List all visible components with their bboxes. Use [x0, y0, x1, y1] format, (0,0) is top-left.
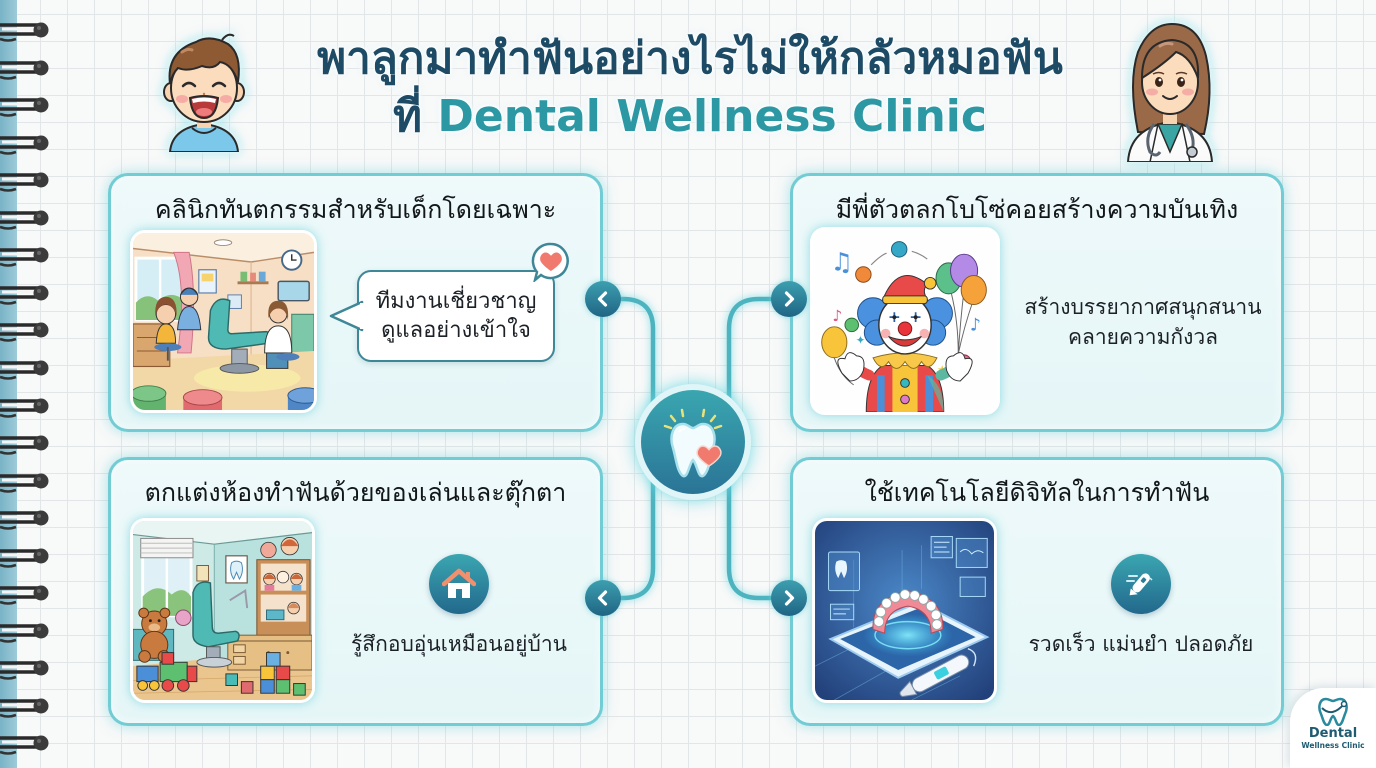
card-title: ใช้เทคโนโลยีดิจิทัลในการทำฟัน: [864, 478, 1210, 507]
home-comfort-feature: รู้สึกอบอุ่นเหมือนอยู่บ้าน: [323, 554, 595, 658]
chevron-right-icon: [784, 590, 795, 606]
svg-text:♪: ♪: [970, 316, 981, 336]
house-icon: [429, 554, 489, 614]
kids-dental-clinic-illustration: [130, 230, 317, 413]
svg-text:♪: ♪: [832, 307, 842, 325]
chevron-right-button-digital[interactable]: [771, 580, 807, 616]
card-title: ตกแต่งห้องทำฟันด้วยของเล่นและตุ๊กตา: [144, 478, 567, 507]
chevron-left-icon: [597, 291, 608, 307]
clinic-brand-name: Dental Wellness Clinic: [437, 91, 987, 142]
happy-boy-avatar: [163, 33, 245, 152]
tooth-logo-icon: [1318, 697, 1348, 726]
chevron-left-button-toy-room[interactable]: [585, 580, 621, 616]
female-dentist-avatar: [1126, 22, 1214, 162]
intraoral-scanner-icon: [1111, 554, 1171, 614]
card-title: มีพี่ตัวตลกโบโซ่คอยสร้างความบันเทิง: [835, 195, 1239, 224]
feature-card-toy-room: ตกแต่งห้องทำฟันด้วยของเล่นและตุ๊กตา: [108, 457, 603, 726]
callout-line-2: ดูแลอย่างเข้าใจ: [381, 318, 531, 343]
toy-decorated-room-illustration: [130, 518, 315, 703]
precision-feature: รวดเร็ว แม่นยำ ปลอดภัย: [1005, 554, 1277, 658]
chevron-right-icon: [784, 291, 795, 307]
description-line-2: คลายความกังวล: [1067, 325, 1219, 349]
precision-text: รวดเร็ว แม่นยำ ปลอดภัย: [1028, 632, 1254, 656]
expert-team-callout: ทีมงานเชี่ยวชาญ ดูแลอย่างเข้าใจ: [329, 242, 569, 362]
callout-line-1: ทีมงานเชี่ยวชาญ: [375, 289, 537, 314]
svg-text:♫: ♫: [830, 248, 853, 277]
feature-card-kids-clinic: คลินิกทันตกรรมสำหรับเด็กโดยเฉพาะ: [108, 173, 603, 432]
digital-dental-scanner-illustration: [812, 518, 997, 703]
speech-bubble-tail: [329, 300, 364, 332]
logo-tagline: Wellness Clinic: [1301, 741, 1365, 750]
chevron-left-button-kids-clinic[interactable]: [585, 281, 621, 317]
chevron-left-icon: [597, 590, 608, 606]
card-title: คลินิกทันตกรรมสำหรับเด็กโดยเฉพาะ: [154, 195, 557, 224]
notebook-binding-strip: [0, 0, 17, 768]
chevron-right-button-clown[interactable]: [771, 281, 807, 317]
spiral-binding-rings: [0, 20, 51, 756]
juggling-clown-illustration: ♫ ♪ ♪ ✦ ★: [810, 227, 1000, 415]
logo-name: Dental: [1308, 726, 1358, 741]
svg-text:✦: ✦: [856, 333, 866, 347]
tooth-heart-icon: [641, 390, 745, 494]
center-hub: [635, 384, 751, 500]
title-prefix: ที่: [393, 91, 423, 142]
description-line-1: สร้างบรรยากาศสนุกสนาน: [1024, 295, 1262, 319]
page-title: พาลูกมาทำฟันอย่างไรไม่ให้กลัวหมอฟัน ที่ …: [240, 30, 1140, 146]
title-line-1: พาลูกมาทำฟันอย่างไรไม่ให้กลัวหมอฟัน: [317, 33, 1063, 84]
title-line-2: ที่ Dental Wellness Clinic: [240, 88, 1140, 146]
feature-card-digital-technology: ใช้เทคโนโลยีดิจิทัลในการทำฟัน: [790, 457, 1284, 726]
heart-icon: [531, 242, 569, 282]
home-comfort-text: รู้สึกอบอุ่นเหมือนอยู่บ้าน: [351, 632, 567, 656]
entertainment-description: สร้างบรรยากาศสนุกสนาน คลายความกังวล: [1008, 292, 1278, 352]
clinic-logo: Dental Wellness Clinic: [1290, 688, 1376, 768]
feature-card-clown-entertainment: มีพี่ตัวตลกโบโซ่คอยสร้างความบันเทิง ♫ ♪ …: [790, 173, 1284, 432]
